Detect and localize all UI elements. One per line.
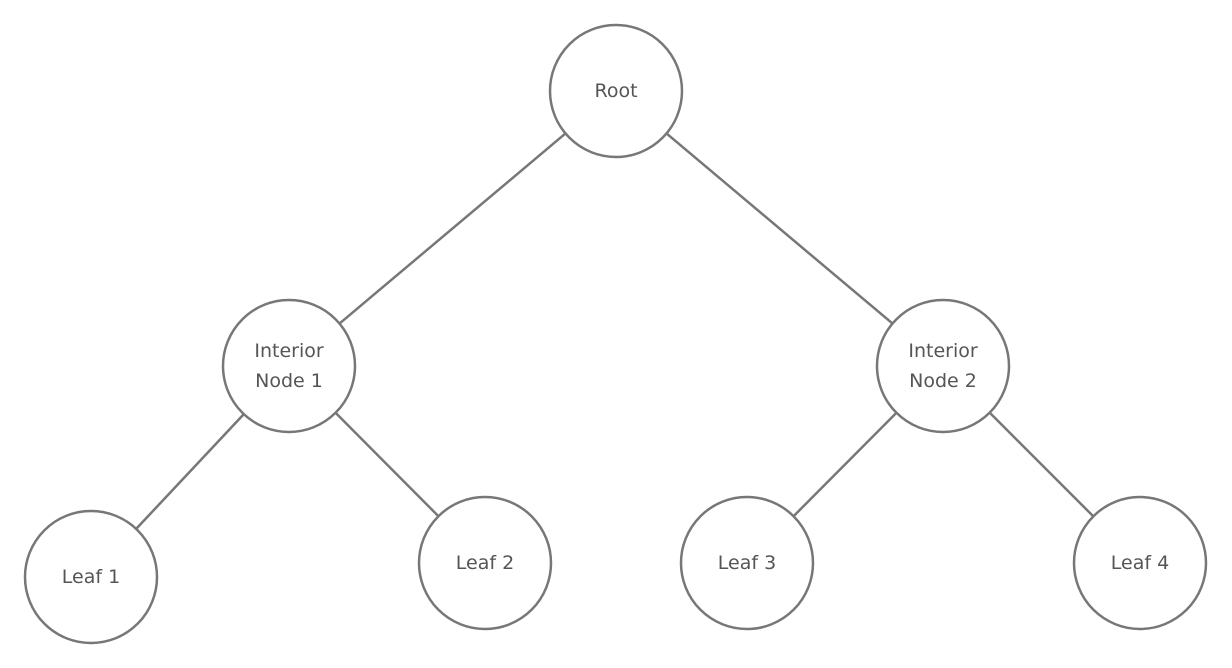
node-circle-interior-node-2 [875,298,1011,434]
node-circle-leaf-1 [23,509,159,645]
node-leaf-4: Leaf 4 [1072,495,1208,631]
edge-root-to-interior-node-2 [665,132,894,325]
node-label-root: Root [594,80,637,102]
node-label-leaf-3: Leaf 3 [718,552,776,574]
node-circle-leaf-3 [679,495,815,631]
node-circle-root [548,23,684,159]
edge-interior-node-1-to-leaf-2 [334,411,440,518]
node-circle-leaf-2 [417,495,553,631]
node-label-interior-node-2-line-1: Interior [908,340,977,362]
node-label-leaf-1: Leaf 1 [62,566,120,588]
node-circle-leaf-4 [1072,495,1208,631]
node-label-interior-node-1-line-1: Interior [254,340,323,362]
node-label-interior-node-1-line-2: Node 1 [255,370,323,392]
node-root: Root [548,23,684,159]
edge-interior-node-2-to-leaf-4 [988,411,1095,518]
node-leaf-2: Leaf 2 [417,495,553,631]
node-label-leaf-2: Leaf 2 [456,552,514,574]
node-leaf-3: Leaf 3 [679,495,815,631]
node-circle-interior-node-1 [221,298,357,434]
node-label-interior-node-2-line-2: Node 2 [909,370,977,392]
edges-layer [134,132,1095,531]
node-leaf-1: Leaf 1 [23,509,159,645]
edge-root-to-interior-node-1 [338,132,567,325]
edge-interior-node-2-to-leaf-3 [792,411,898,518]
edge-interior-node-1-to-leaf-1 [134,412,246,531]
node-label-leaf-4: Leaf 4 [1111,552,1169,574]
